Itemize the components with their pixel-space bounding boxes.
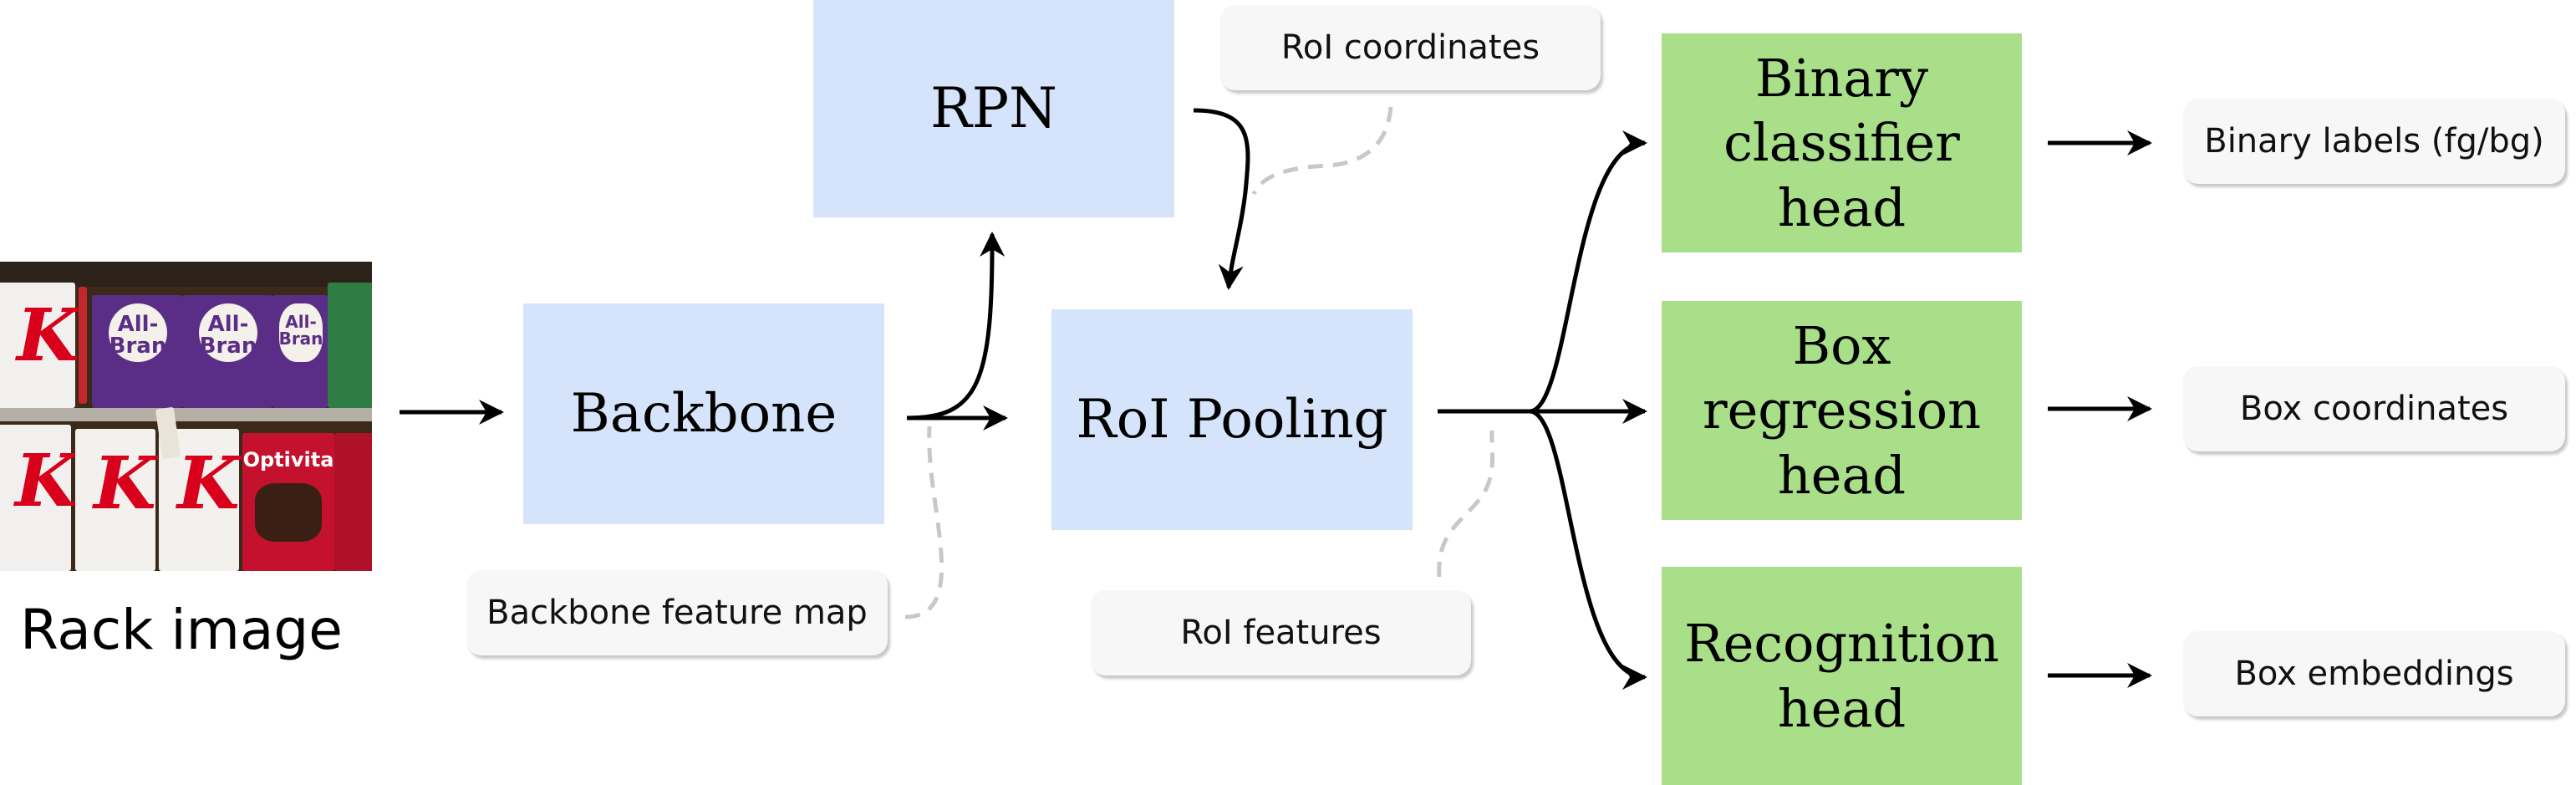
backbone-box: Backbone — [523, 303, 884, 524]
to-binary-classifier-arrow — [1529, 130, 1647, 414]
roi-coordinates-connector — [1251, 106, 1393, 196]
box-embeddings-output: Box embeddings — [2183, 631, 2565, 716]
binary-labels-output: Binary labels (fg/bg) — [2183, 99, 2565, 184]
roi-features-connector — [1437, 430, 1495, 578]
rack-image-caption: Rack image — [20, 598, 343, 662]
binary-classifier-head-label: Binary classifier head — [1723, 47, 1960, 238]
box-coordinates-output: Box coordinates — [2183, 366, 2565, 451]
rack-image: K All-Bran All-Bran All-Bran K K K Optiv… — [0, 262, 372, 571]
box-coordinates-text: Box coordinates — [2239, 390, 2509, 428]
backbone-feature-map-text: Backbone feature map — [486, 594, 868, 632]
backbone-label: Backbone — [570, 382, 837, 445]
roi-features-note: RoI features — [1091, 590, 1471, 675]
photo-brand-text: All-Bran — [199, 312, 257, 359]
roi-coordinates-note: RoI coordinates — [1220, 5, 1601, 90]
binary-classifier-head-box: Binary classifier head — [1662, 33, 2022, 252]
photo-brand-text: Optivita — [242, 448, 334, 472]
rpn-box: RPN — [813, 0, 1174, 217]
box-embeddings-text: Box embeddings — [2234, 655, 2514, 693]
recognition-head-box: Recognition head — [1662, 567, 2022, 785]
backbone-to-rpn-arrow — [906, 232, 1005, 421]
binary-labels-text: Binary labels (fg/bg) — [2204, 122, 2544, 161]
rpn-label: RPN — [930, 76, 1057, 141]
recognition-head-label: Recognition head — [1684, 613, 1999, 739]
photo-brand-text: All-Bran — [278, 312, 323, 349]
roi-pooling-box: RoI Pooling — [1051, 309, 1413, 530]
box-regression-head-label: Box regression head — [1702, 314, 1982, 506]
to-recognition-arrow — [1529, 409, 1647, 690]
roi-coordinates-text: RoI coordinates — [1280, 28, 1540, 67]
box-regression-head-box: Box regression head — [1662, 301, 2022, 520]
backbone-feature-map-note: Backbone feature map — [466, 570, 888, 655]
roi-features-text: RoI features — [1180, 614, 1382, 652]
photo-brand-text: All-Bran — [109, 312, 167, 359]
rpn-to-roi-pooling-arrow — [1193, 108, 1250, 290]
roi-pooling-label: RoI Pooling — [1076, 388, 1388, 451]
backbone-feature-map-connector — [904, 426, 944, 619]
